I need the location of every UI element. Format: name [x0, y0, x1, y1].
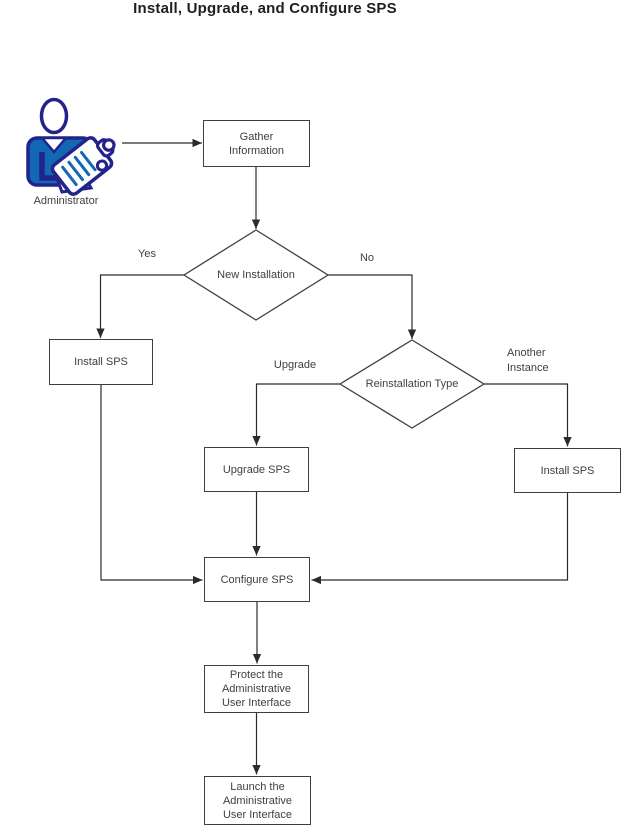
decision-new-installation-label: New Installation [217, 269, 295, 281]
node-gather-information: Gather Information [203, 120, 310, 167]
decision-new-installation-shape [182, 229, 330, 321]
node-launch-admin-ui: Launch the Administrative User Interface [204, 776, 311, 825]
decision-reinstallation-type-label: Reinstallation Type [365, 378, 459, 390]
edge-label-no: No [359, 252, 375, 264]
node-install-sps-left: Install SPS [49, 339, 153, 385]
clipboard-icon [50, 136, 116, 196]
connector-installleft-to-configure [100, 385, 203, 585]
connector-anotherinstance-to-installsps-right [484, 383, 572, 447]
decision-reinstallation-type-shape [338, 339, 486, 429]
connector-no-to-reinstalltype [328, 274, 417, 339]
administrator-label: Administrator [33, 195, 99, 207]
connector-installright-to-configure [311, 493, 569, 585]
edge-label-yes: Yes [138, 248, 156, 260]
connector-upgrade-to-upgradesps [252, 383, 340, 446]
edge-label-another-instance: Another Instance [507, 347, 549, 374]
node-install-sps-right: Install SPS [514, 448, 621, 493]
connector-yes-to-installsps-left [96, 274, 184, 338]
page-title: Install, Upgrade, and Configure SPS [133, 0, 397, 17]
edge-label-upgrade: Upgrade [273, 359, 317, 371]
node-configure-sps: Configure SPS [204, 557, 310, 602]
administrator-icon [26, 97, 116, 196]
node-upgrade-sps: Upgrade SPS [204, 447, 309, 492]
node-protect-admin-ui: Protect the Administrative User Interfac… [204, 665, 309, 713]
